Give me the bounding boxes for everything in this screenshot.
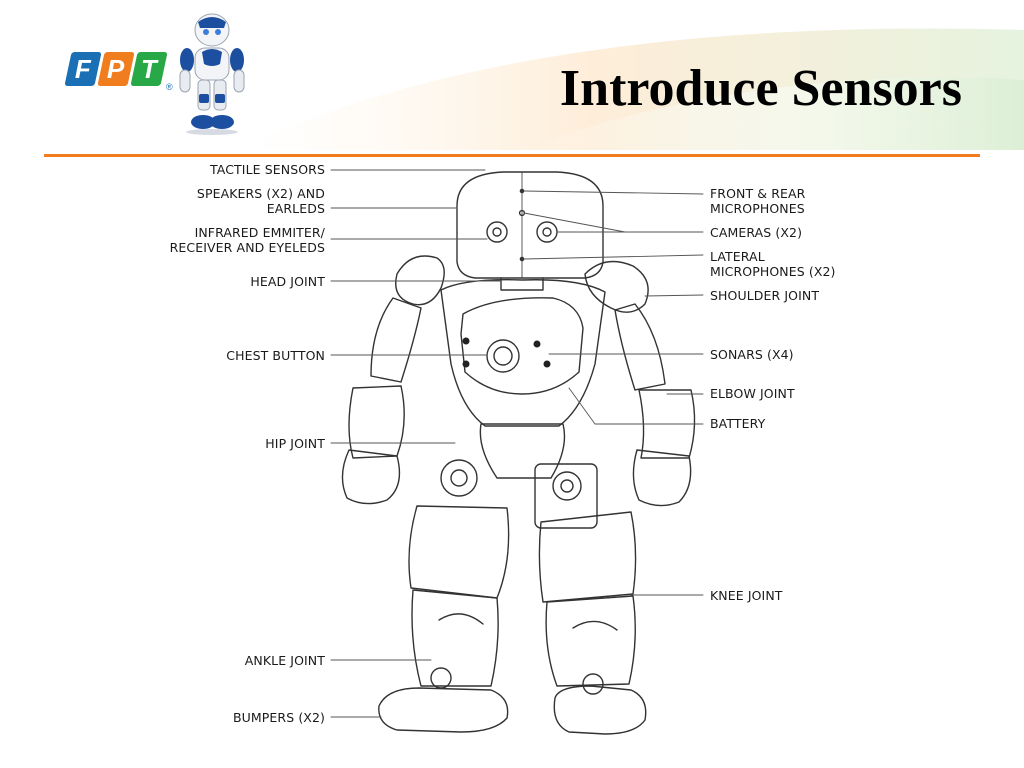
- robot-line-drawing: [330, 169, 704, 735]
- logo-tile-t: T: [130, 52, 168, 86]
- robot-right-upper-arm: [614, 303, 666, 391]
- label-tactile-sensors: TACTILE SENSORS: [210, 162, 325, 177]
- robot-head: [456, 171, 604, 279]
- robot-right-hand: [632, 449, 692, 507]
- robot-left-shoulder: [395, 255, 445, 306]
- label-bumpers: BUMPERS (X2): [232, 710, 325, 725]
- robot-torso: [440, 279, 606, 427]
- robot-left-shin: [411, 589, 499, 687]
- label-ankle-joint: ANKLE JOINT: [244, 653, 325, 668]
- robot-left-hand: [341, 449, 401, 505]
- label-shoulder-joint: SHOULDER JOINT: [710, 288, 820, 303]
- label-cameras: CAMERAS (X2): [710, 225, 803, 240]
- nao-robot-icon: [179, 13, 245, 135]
- label-hip-joint: HIP JOINT: [265, 436, 325, 451]
- robot-hips: [479, 423, 566, 479]
- logo-letter-t: T: [141, 53, 157, 84]
- right-leader-lines: [523, 190, 704, 596]
- robot-left-thigh: [408, 505, 510, 599]
- logo-tile-f: F: [64, 52, 102, 86]
- robot-right-thigh: [538, 511, 637, 603]
- robot-left-forearm: [348, 385, 405, 459]
- label-chest-button: CHEST BUTTON: [226, 348, 325, 363]
- robot-right-foot: [553, 685, 647, 735]
- label-knee-joint: KNEE JOINT: [710, 588, 783, 603]
- robot-right-shoulder: [584, 260, 649, 313]
- label-sonars: SONARS (X4): [710, 347, 794, 362]
- robot-left-ankle-joint: [430, 667, 452, 689]
- robot-right-shin: [545, 595, 636, 687]
- logo-tile-p: P: [97, 52, 135, 86]
- label-infrared-eyeleds: INFRARED EMMITER/RECEIVER AND EYELEDS: [169, 225, 325, 255]
- label-battery: BATTERY: [710, 416, 766, 431]
- logo-letter-p: P: [107, 53, 125, 84]
- robot-left-hip-joint: [440, 459, 478, 497]
- label-head-joint: HEAD JOINT: [250, 274, 325, 289]
- label-elbow-joint: ELBOW JOINT: [710, 386, 795, 401]
- left-leader-lines: [330, 169, 502, 718]
- robot-left-foot: [378, 687, 509, 733]
- slide-title: Introduce Sensors: [559, 60, 962, 117]
- robot-right-ankle-joint: [582, 673, 604, 695]
- title-divider: [44, 154, 980, 157]
- fpt-logo: F P T ®: [64, 52, 173, 92]
- logo-registered-mark: ®: [166, 82, 173, 92]
- robot-chest-button: [486, 339, 520, 373]
- robot-left-upper-arm: [370, 297, 422, 383]
- robot-right-hip-joint: [552, 471, 582, 501]
- header-swoosh: [240, 28, 1024, 150]
- logo-letter-f: F: [75, 53, 91, 84]
